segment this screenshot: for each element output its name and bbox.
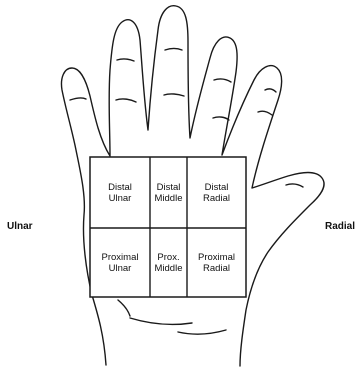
crease-8	[258, 111, 272, 115]
cell-prox-middle: Prox.Middle	[155, 252, 183, 274]
ulnar-label: Ulnar	[7, 222, 33, 232]
grid-border	[90, 157, 246, 297]
wrist-crease-3	[118, 300, 130, 316]
crease-3	[116, 99, 136, 102]
radial-label: Radial	[325, 222, 355, 232]
wrist-crease-1	[130, 318, 192, 324]
crease-2	[117, 59, 134, 61]
crease-7	[213, 117, 229, 120]
wrist-crease-2	[178, 330, 226, 334]
crease-4	[165, 49, 182, 51]
crease-9	[265, 89, 276, 92]
crease-10	[286, 184, 303, 187]
crease-6	[214, 79, 231, 82]
crease-1	[70, 98, 86, 100]
crease-5	[164, 94, 184, 96]
